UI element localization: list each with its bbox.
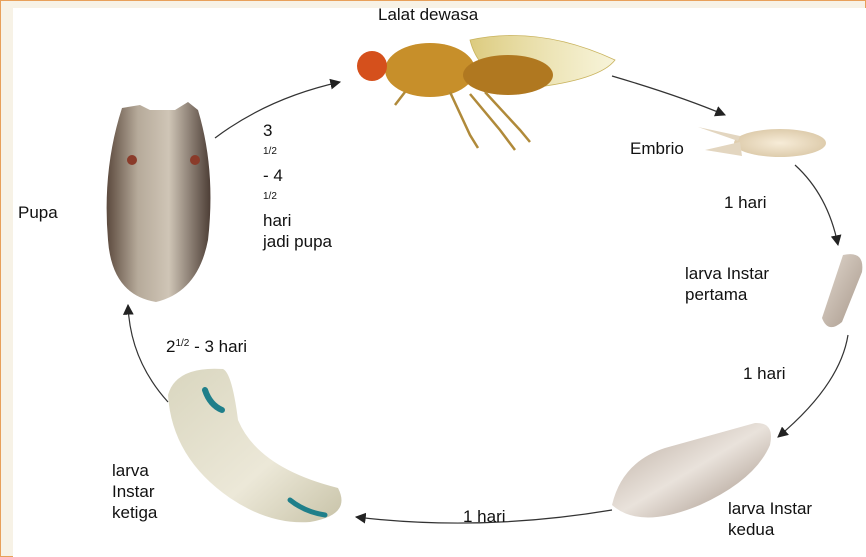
arrow-larva3-to-pupa xyxy=(128,305,168,402)
adult-fly-image xyxy=(357,36,615,151)
larva-instar-1-image xyxy=(822,254,862,327)
duration-pupa-to-adult-line2: jadi pupa xyxy=(263,231,332,252)
pupa-image xyxy=(107,102,211,302)
label-larva-instar-2-line1: larva Instar xyxy=(728,498,812,519)
duration-larva1-to-larva2: 1 hari xyxy=(743,363,786,384)
duration-larva3-to-pupa: 21/2 - 3 hari xyxy=(166,333,247,357)
label-pupa: Pupa xyxy=(18,202,58,223)
arrow-embryo-to-larva1 xyxy=(795,165,838,245)
duration-larva3-to-pupa-sup: 1/2 xyxy=(175,338,189,349)
label-larva-instar-1-line1: larva Instar xyxy=(685,263,769,284)
label-larva-instar-3-line2: Instar xyxy=(112,481,157,502)
label-adult: Lalat dewasa xyxy=(378,4,478,25)
duration-pupa-to-adult-c: hari xyxy=(263,210,332,231)
duration-pupa-to-adult-b: - 4 xyxy=(263,165,332,186)
duration-pupa-to-adult-b-sup: 1/2 xyxy=(263,191,277,202)
label-embryo: Embrio xyxy=(630,138,684,159)
larva-instar-3-image xyxy=(168,369,342,523)
duration-embryo-to-larva1: 1 hari xyxy=(724,192,767,213)
arrow-larva1-to-larva2 xyxy=(778,335,848,437)
duration-pupa-to-adult-a: 3 xyxy=(263,120,332,141)
duration-pupa-to-adult-line1: 3 1/2 - 4 1/2 hari xyxy=(263,120,332,231)
duration-pupa-to-adult: 3 1/2 - 4 1/2 hari jadi pupa xyxy=(263,120,332,252)
label-larva-instar-2-line2: kedua xyxy=(728,519,812,540)
label-larva-instar-3-line1: larva xyxy=(112,460,157,481)
duration-larva3-to-pupa-b: - 3 hari xyxy=(189,337,247,356)
label-larva-instar-1-line2: pertama xyxy=(685,284,769,305)
duration-pupa-to-adult-a-sup: 1/2 xyxy=(263,146,277,157)
label-larva-instar-3: larva Instar ketiga xyxy=(112,460,157,523)
label-larva-instar-1: larva Instar pertama xyxy=(685,263,769,305)
arrow-adult-to-embryo xyxy=(612,76,725,115)
embryo-image xyxy=(698,127,826,157)
duration-larva2-to-larva3: 1 hari xyxy=(463,506,506,527)
label-larva-instar-2: larva Instar kedua xyxy=(728,498,812,540)
label-larva-instar-3-line3: ketiga xyxy=(112,502,157,523)
